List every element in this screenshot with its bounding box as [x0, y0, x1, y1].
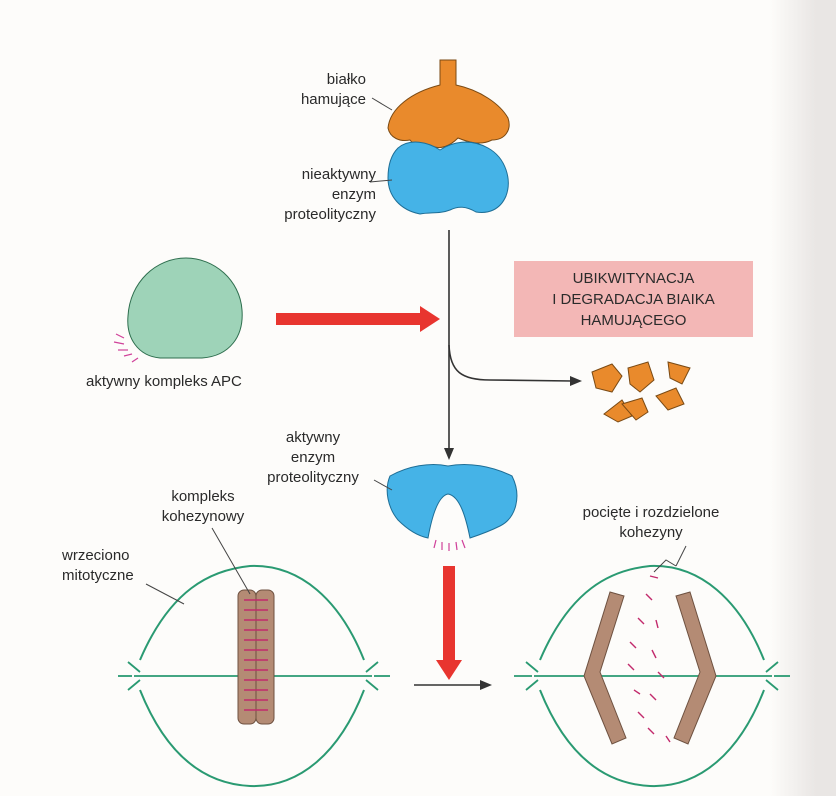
inactive-enzyme-label: nieaktywny enzym proteolityczny [284, 166, 376, 223]
red-arrow-vertical [436, 566, 462, 680]
active-enzyme-shape [386, 463, 518, 539]
enzyme-activity-marks [433, 539, 466, 551]
cut-cohesins-label: pocięte i rozdzielone kohezyny [582, 504, 720, 541]
inactive-enzyme-shape [387, 141, 509, 215]
branch-arrow-line [448, 344, 573, 382]
ubiquitination-line: I DEGRADACJA BIAIKA [552, 290, 715, 308]
leader-line [211, 527, 251, 595]
leader-line [145, 583, 185, 605]
page-edge-shadow [770, 0, 836, 796]
arrowhead-down [444, 448, 454, 460]
inhibitor-protein-shape [387, 59, 510, 149]
ubiquitination-box: UBIKWITYNACJA I DEGRADACJA BIAIKA HAMUJĄ… [514, 261, 753, 337]
mitotic-spindle-label: wrzeciono mitotyczne [62, 547, 134, 584]
leader-bracket [653, 559, 677, 573]
active-apc-label: aktywny kompleks APC [86, 373, 242, 390]
leader-line [373, 479, 393, 491]
anaphase-cell [514, 564, 790, 788]
degraded-fragments [591, 361, 691, 423]
apc-activity-marks [113, 333, 139, 363]
leader-line [675, 545, 687, 567]
arrowhead-right [570, 376, 582, 386]
metaphase-cell [118, 564, 390, 788]
red-arrow-horizontal [276, 306, 440, 332]
leader-line [371, 97, 393, 111]
cohesin-complex-label: kompleks kohezynowy [161, 488, 245, 525]
inhibitor-protein-label: białko hamujące [300, 71, 366, 108]
apc-complex-shape [127, 257, 243, 359]
arrowhead-right [480, 680, 492, 690]
leader-line [369, 179, 393, 183]
ubiquitination-line: HAMUJĄCEGO [580, 311, 687, 329]
ubiquitination-line: UBIKWITYNACJA [572, 269, 695, 287]
active-enzyme-label: aktywny enzym proteolityczny [267, 429, 359, 486]
